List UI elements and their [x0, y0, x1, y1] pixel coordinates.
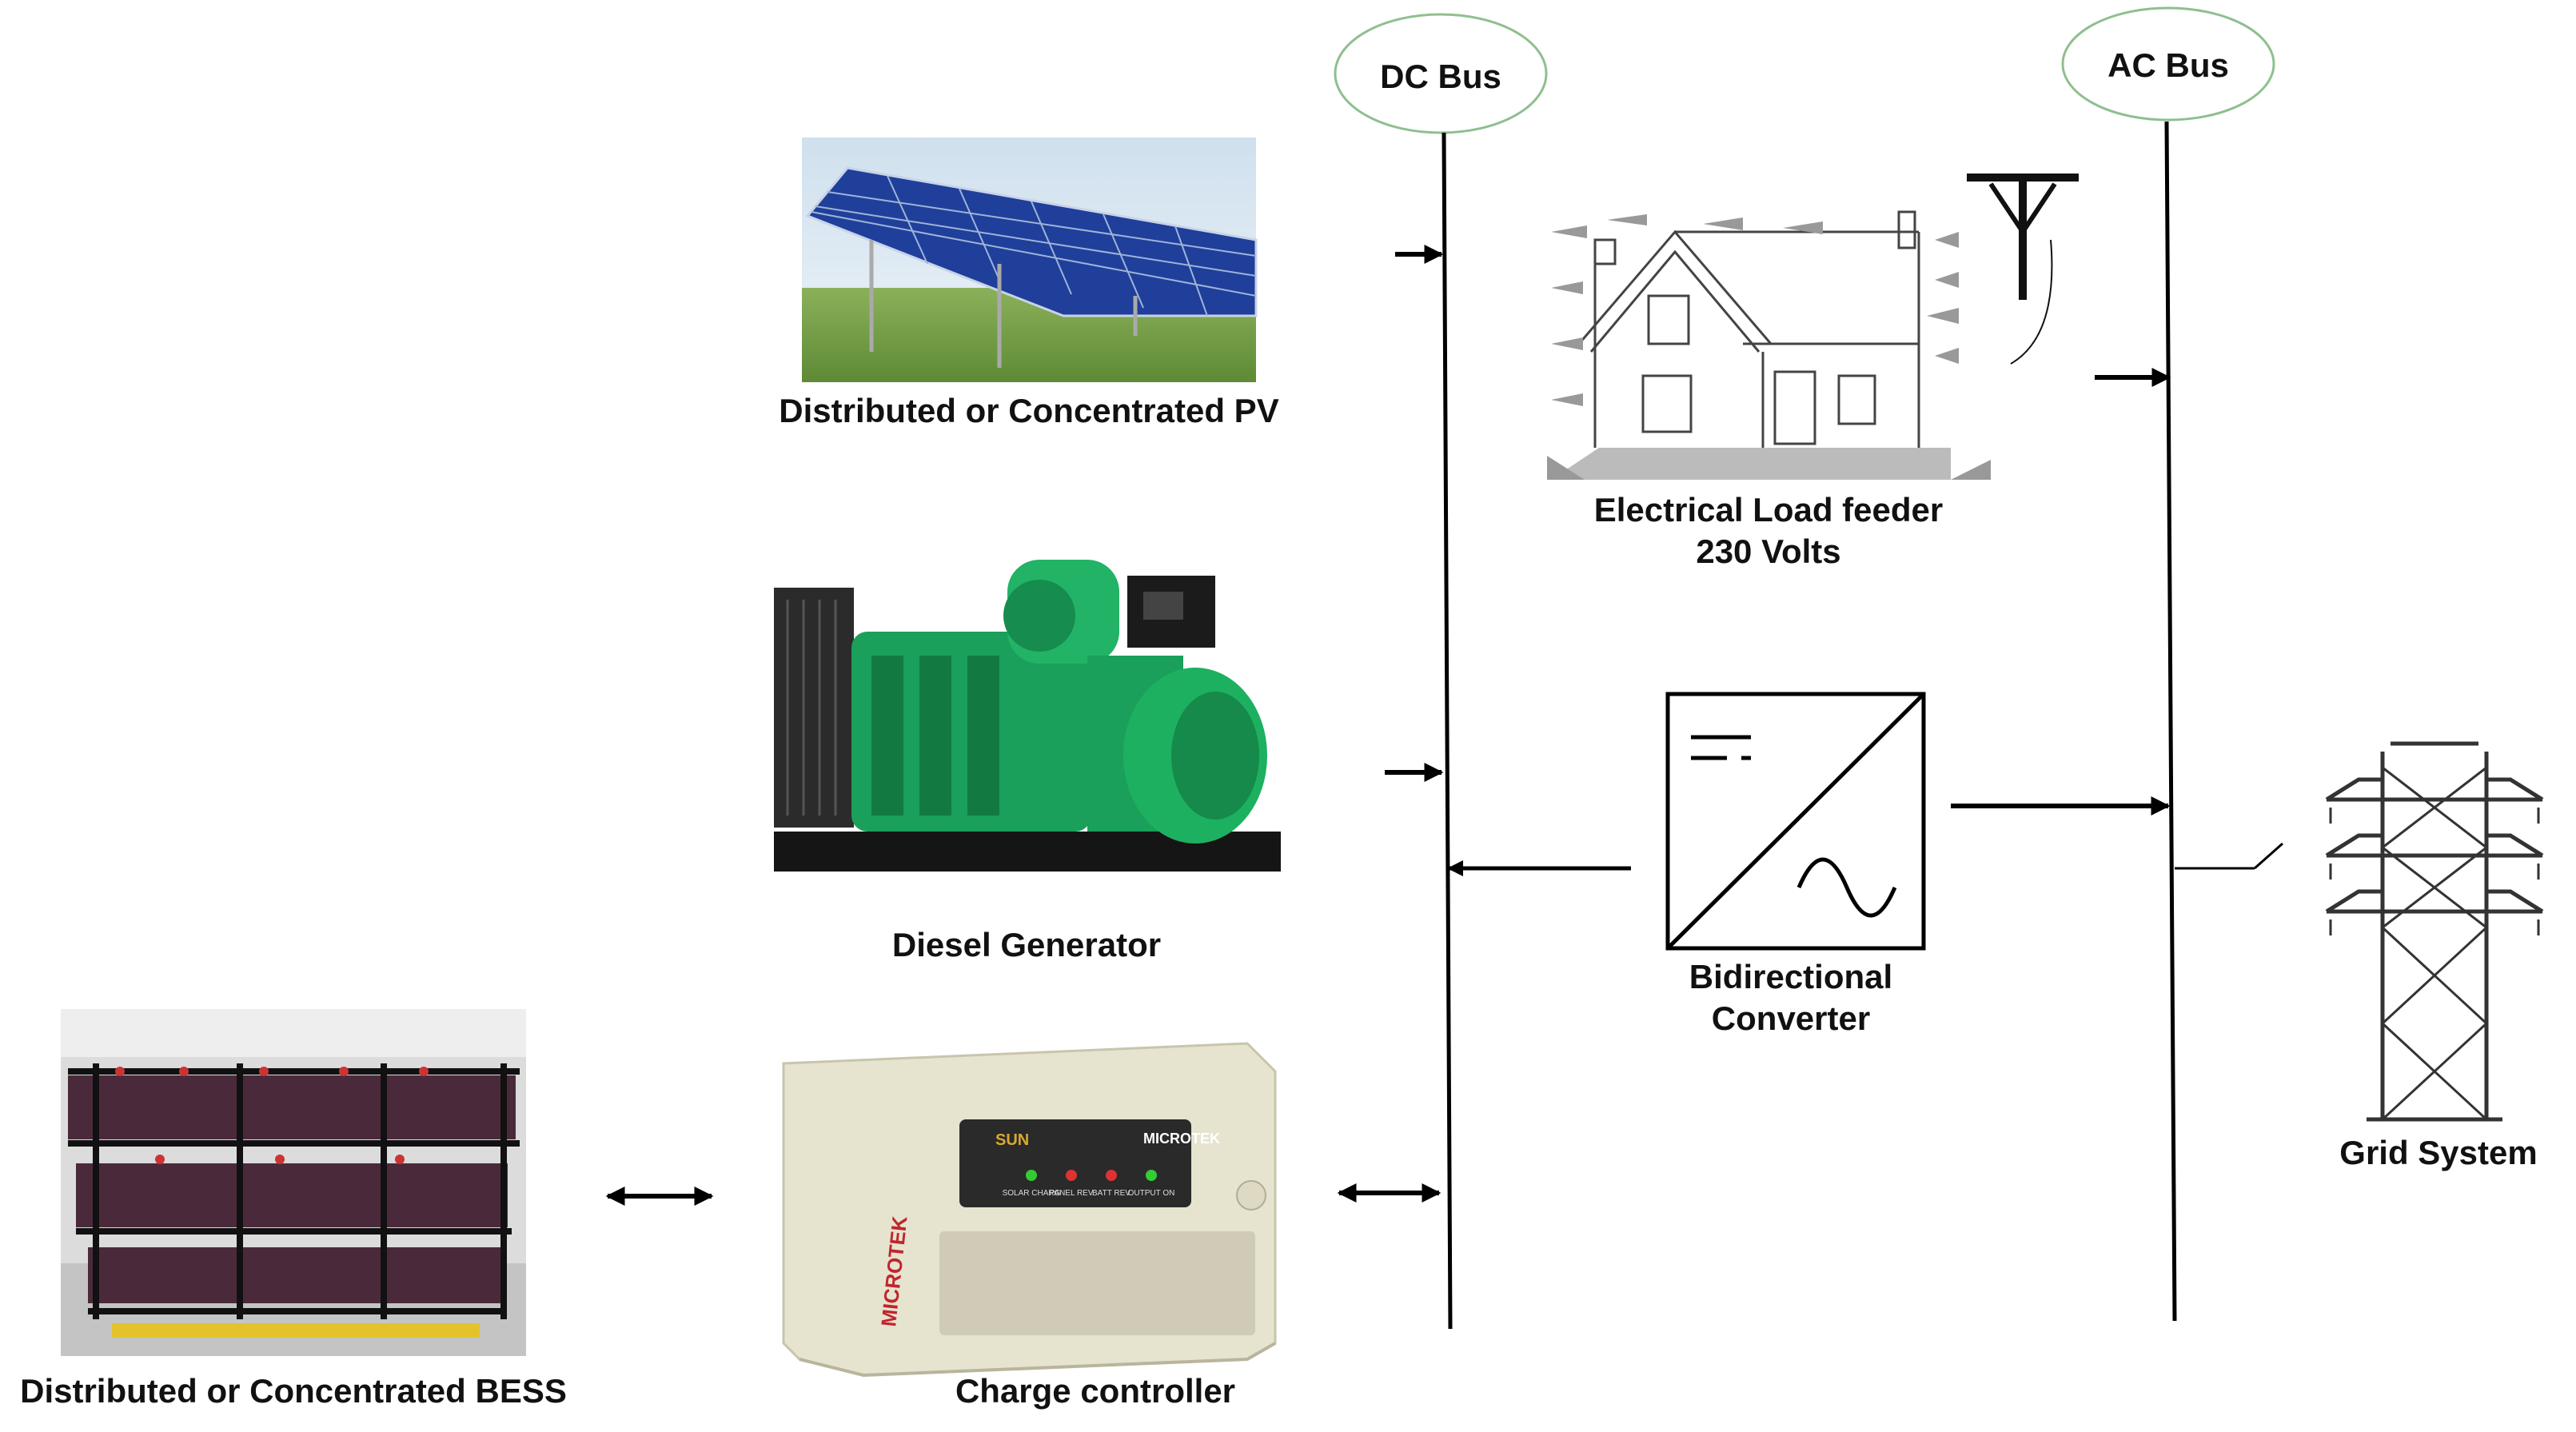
led-solar — [1026, 1170, 1037, 1181]
led-batt — [1106, 1170, 1117, 1181]
load-pressure-arrows — [1551, 214, 1959, 406]
dc-bus-label: DC Bus — [1380, 58, 1501, 95]
flow-arrows — [605, 245, 2171, 1206]
charge-controller-brand-panel: SUN — [995, 1131, 1029, 1149]
charge-controller-label: Charge controller — [955, 1372, 1235, 1410]
grid-label: Grid System — [2339, 1134, 2537, 1171]
transmission-tower-icon — [2325, 741, 2544, 1122]
ac-bus-label: AC Bus — [2107, 46, 2229, 84]
led-output — [1146, 1170, 1157, 1181]
indicator-panel: PANEL REV — [1049, 1189, 1093, 1198]
generator-label: Diesel Generator — [892, 926, 1161, 963]
charge-controller-brand-logo: MICROTEK — [1143, 1131, 1220, 1147]
ac-bus-bubble — [2061, 6, 2275, 122]
bess-label: Distributed or Concentrated BESS — [20, 1372, 567, 1410]
dc-bus-line — [1442, 132, 1453, 1330]
charge-controller-image: SUN SOLAR CHARG PANEL REV BATT REV OUTPU… — [782, 1042, 1277, 1378]
converter-label-line1: Bidirectional — [1689, 958, 1892, 995]
pv-panel-image — [802, 138, 1258, 382]
bess-image — [61, 1009, 526, 1356]
diesel-generator-image — [774, 560, 1281, 872]
indicator-batt: BATT REV — [1092, 1189, 1130, 1198]
grid-breaker-switch — [2175, 842, 2283, 870]
ac-bus-line — [2164, 121, 2177, 1322]
load-label-line2: 230 Volts — [1696, 533, 1840, 570]
load-label-line1: Electrical Load feeder — [1594, 491, 1944, 529]
converter-label-line2: Converter — [1712, 999, 1870, 1037]
pv-label: Distributed or Concentrated PV — [779, 392, 1278, 429]
house-load-icon — [1547, 174, 2079, 480]
indicator-output: OUTPUT ON — [1128, 1189, 1175, 1198]
indicator-solar: SOLAR CHARG — [1003, 1189, 1061, 1198]
led-panel — [1066, 1170, 1077, 1181]
converter-icon — [1665, 692, 1926, 951]
dc-bus-bubble — [1334, 13, 1548, 134]
